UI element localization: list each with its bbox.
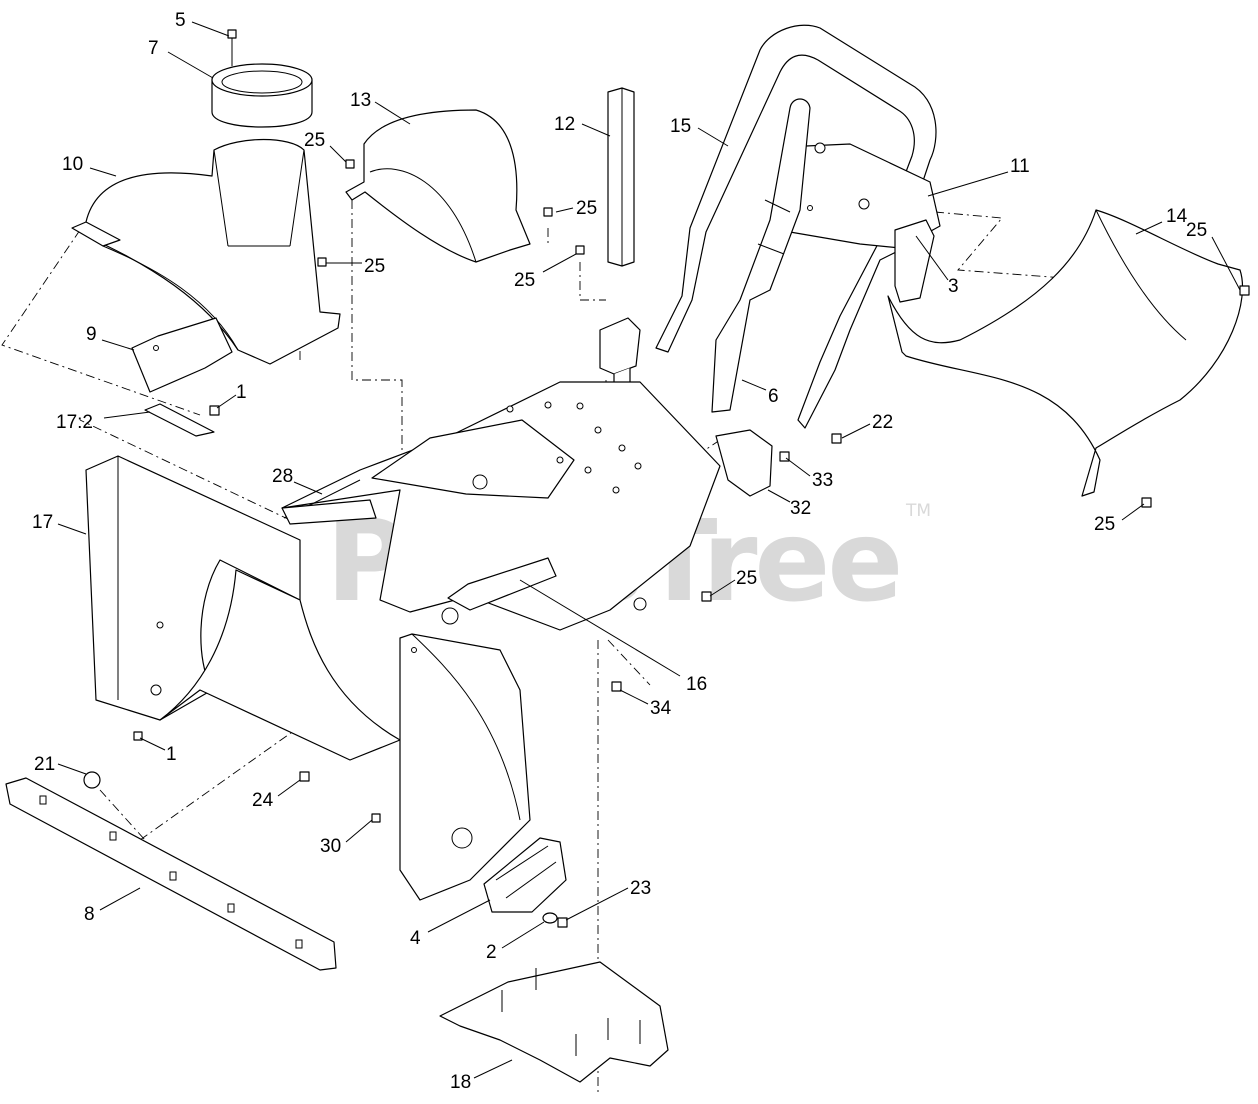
callout-8: 8 (84, 904, 95, 925)
callout-21: 21 (34, 754, 55, 775)
callout-25-c: 25 (364, 256, 385, 277)
callout-16: 16 (686, 674, 707, 695)
callout-15: 15 (670, 116, 691, 137)
part-skid-shoe (483, 837, 567, 913)
part-base-plate (439, 961, 669, 1083)
part-bracket-plate (779, 142, 941, 249)
callout-32: 32 (790, 498, 811, 519)
callout-22: 22 (872, 412, 893, 433)
part-chute-ring (211, 63, 313, 128)
callout-2: 2 (486, 942, 497, 963)
callout-18: 18 (450, 1072, 471, 1093)
callout-10: 10 (62, 154, 83, 175)
callout-24: 24 (252, 790, 274, 811)
part-side-shroud (887, 209, 1244, 497)
callout-9: 9 (86, 324, 97, 345)
part-scraper-bar (5, 777, 337, 971)
callout-28: 28 (272, 466, 293, 487)
callout-33: 33 (812, 470, 833, 491)
callout-11: 11 (1010, 156, 1030, 177)
part-discharge-chute (71, 138, 341, 365)
callout-23: 23 (630, 878, 651, 899)
part-small-bracket (715, 429, 773, 497)
callout-7: 7 (148, 38, 159, 59)
callout-6: 6 (768, 386, 779, 407)
callout-25-e: 25 (1186, 220, 1207, 241)
part-frame-top (281, 381, 721, 631)
callout-3: 3 (948, 276, 959, 297)
part-upper-handle (655, 24, 937, 429)
callout-25-d: 25 (514, 270, 535, 291)
part-clip (894, 219, 935, 303)
part-control-lever (711, 98, 811, 413)
callout-13: 13 (350, 90, 371, 111)
part-handle-post (599, 87, 641, 423)
leader-lines (57, 21, 1241, 1079)
fasteners (83, 159, 1250, 928)
part-auger-housing (85, 455, 531, 901)
part-chute-bolt (227, 29, 237, 66)
callout-12: 12 (554, 114, 575, 135)
callout-4: 4 (410, 928, 421, 949)
callout-34: 34 (650, 698, 672, 719)
callout-25-a: 25 (304, 130, 325, 151)
part-belt-cover (345, 109, 531, 263)
watermark-trademark: TM (905, 501, 931, 521)
part-decal (144, 403, 215, 437)
callout-25-g: 25 (1094, 514, 1115, 535)
callout-25-b: 25 (576, 198, 597, 219)
callout-14: 14 (1166, 206, 1188, 227)
callout-numbers: 5 7 10 13 25 25 25 25 12 15 11 14 25 3 9… (32, 10, 1207, 1093)
callout-17-2: 17:2 (56, 412, 93, 433)
callout-5: 5 (175, 10, 186, 31)
callout-1-a: 1 (236, 382, 247, 403)
callout-30: 30 (320, 836, 341, 857)
part-chute-flap (131, 317, 233, 393)
callout-1-b: 1 (166, 744, 177, 765)
callout-25-f: 25 (736, 568, 757, 589)
callout-17: 17 (32, 512, 53, 533)
